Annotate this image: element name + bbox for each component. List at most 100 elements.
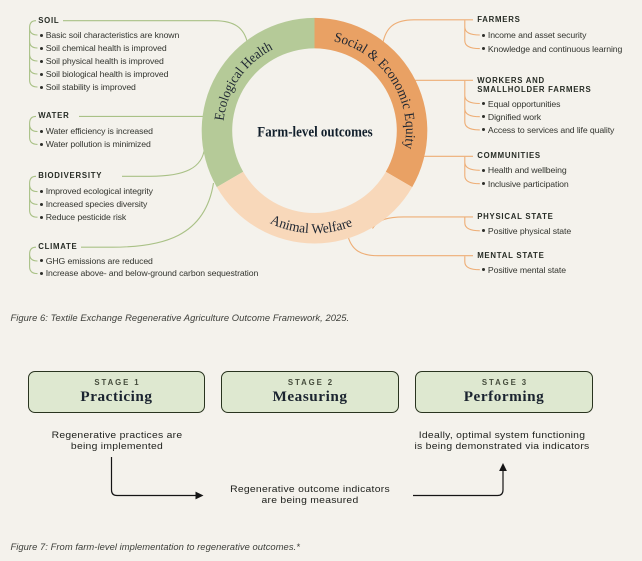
category-title-farmers: FARMERS	[477, 14, 521, 24]
outcome-text: Increase above- and below-ground carbon …	[45, 268, 259, 279]
bracket-left-3	[29, 246, 38, 275]
connector-right-3	[372, 216, 473, 229]
bullet-dot	[39, 59, 43, 63]
stage-name: Practicing	[80, 388, 153, 405]
connector-left-0	[63, 20, 249, 44]
category-title-water: WATER	[38, 111, 70, 121]
outcome-text: Positive mental state	[487, 264, 566, 275]
outcome-item: Dignified work	[481, 110, 614, 123]
outcome-text: Dignified work	[487, 111, 542, 122]
outcome-text: Soil biological health is improved	[45, 69, 169, 79]
figure6-caption: Figure 6: Textile Exchange Regenerative …	[10, 311, 350, 323]
outcome-text: Access to services and life quality	[487, 124, 615, 135]
connector-right-0	[381, 19, 473, 46]
arrow-measuring-to-performing	[413, 470, 504, 497]
arrowhead-right	[195, 491, 204, 500]
category-title-workers: WORKERS AND SMALLHOLDER FARMERS	[477, 75, 592, 94]
bracket-right-4	[464, 256, 480, 271]
outcome-item: Water pollution is minimized	[39, 138, 153, 151]
outcome-text: Water pollution is minimized	[45, 139, 151, 150]
outcome-text: Soil chemical health is improved	[45, 43, 167, 53]
outcome-item: Access to services and life quality	[481, 123, 615, 136]
outcome-text: Income and asset security	[487, 30, 587, 41]
bullet-dot	[39, 271, 43, 275]
bracket-left-1	[29, 115, 38, 145]
donut-center-label: Farm-level outcomes	[256, 124, 373, 141]
outcome-item: Basic soil characteristics are known	[39, 29, 180, 42]
bullet-dot	[39, 72, 43, 76]
bracket-right-0	[464, 20, 480, 50]
outcome-item: Soil physical health is improved	[39, 55, 180, 68]
outcome-list: Positive physical state	[481, 224, 572, 237]
category-title-communities: COMMUNITIES	[477, 151, 541, 161]
outcome-item: Inclusive participation	[481, 177, 569, 190]
outcome-item: Knowledge and continuous learning	[481, 42, 622, 56]
category-title-soil: SOIL	[38, 15, 60, 25]
category-title-mental: MENTAL STATE	[477, 250, 545, 260]
stage-box-2: STAGE 2 Measuring	[221, 370, 399, 413]
outcome-item: Health and wellbeing	[481, 164, 569, 177]
segment-animal-welfare	[216, 171, 413, 244]
bullet-dot	[39, 33, 43, 37]
category-title-physical: PHYSICAL STATE	[477, 211, 554, 221]
note-measuring: Regenerative outcome indicators are bein…	[229, 483, 390, 507]
bullet-dot	[39, 189, 43, 193]
outcome-item: Soil biological health is improved	[39, 68, 180, 81]
outcome-item: Soil stability is improved	[39, 81, 180, 94]
category-title-biodiversity: BIODIVERSITY	[38, 171, 103, 181]
bracket-left-2	[29, 175, 38, 218]
stage-name: Performing	[463, 388, 545, 405]
bullet-dot	[481, 33, 485, 37]
outcome-text: Basic soil characteristics are known	[45, 30, 180, 40]
outcome-item: Soil chemical health is improved	[39, 42, 180, 55]
bullet-dot	[481, 115, 485, 119]
stage-kicker: STAGE 1	[94, 377, 141, 387]
outcome-list: Positive mental state	[481, 263, 566, 276]
connector-left-2	[122, 147, 206, 177]
connector-right-4	[346, 233, 473, 257]
outcome-text: Soil physical health is improved	[45, 56, 164, 66]
connector-left-3	[81, 182, 215, 248]
flow-arrows	[110, 457, 507, 500]
outcome-text: Increased species diversity	[45, 199, 148, 210]
bracket-right-3	[464, 217, 480, 232]
outcome-text: Positive physical state	[487, 225, 572, 236]
category-title-climate: CLIMATE	[38, 242, 78, 252]
outcome-item: Positive mental state	[481, 263, 566, 276]
arrow-practicing-to-measuring	[110, 457, 196, 497]
outcome-text: Inclusive participation	[487, 178, 569, 189]
stage-name: Measuring	[272, 388, 348, 405]
outcome-item: Reduce pesticide risk	[39, 211, 153, 224]
bullet-dot	[481, 47, 485, 51]
stage-box-3: STAGE 3 Performing	[415, 370, 593, 413]
bracket-right-2	[464, 156, 480, 185]
segment-ecological-health	[201, 17, 315, 188]
note-practicing: Regenerative practices are being impleme…	[51, 429, 182, 453]
stage-kicker: STAGE 2	[287, 377, 334, 387]
bullet-dot	[481, 128, 485, 132]
outcome-text: GHG emissions are reduced	[45, 255, 153, 266]
bullet-dot	[39, 142, 43, 146]
bullet-dot	[481, 229, 485, 233]
bullet-dot	[481, 268, 485, 272]
outcome-item: Income and asset security	[481, 29, 622, 43]
bullet-dot	[481, 168, 485, 172]
outcome-text: Reduce pesticide risk	[45, 212, 127, 223]
bullet-dot	[481, 102, 485, 106]
outcome-text: Health and wellbeing	[487, 165, 567, 176]
bullet-dot	[39, 85, 43, 89]
bracket-right-1	[464, 80, 480, 131]
arrowhead-up	[499, 463, 507, 471]
stage-box-1: STAGE 1 Practicing	[28, 370, 205, 413]
stage-kicker: STAGE 3	[481, 377, 528, 387]
outcome-item: Increase above- and below-ground carbon …	[39, 267, 259, 280]
outcome-item: Equal opportunities	[481, 97, 614, 110]
outcome-text: Equal opportunities	[487, 98, 561, 109]
outcome-item: Water efficiency is increased	[39, 125, 153, 138]
outcome-text: Water efficiency is increased	[45, 126, 153, 137]
